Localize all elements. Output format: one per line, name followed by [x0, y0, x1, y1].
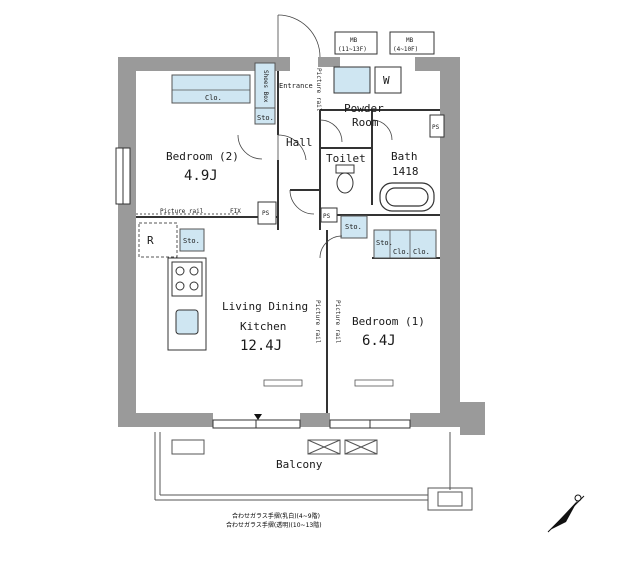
picture-rail-label-bedroom2: Picture rail: [160, 208, 204, 215]
balcony-outline: [154, 432, 473, 511]
storage-label-toilet: Sto.: [345, 223, 362, 231]
floor-vents: [263, 379, 394, 387]
mb-right-label: MB: [406, 37, 414, 44]
washer-label: W: [383, 74, 390, 87]
ps-label-1: PS: [262, 210, 270, 217]
ldk-name-line1: Living Dining: [222, 300, 308, 313]
ps-label-3: PS: [432, 124, 440, 131]
storage-label-bedroom1: Sto.: [376, 239, 393, 247]
outer-walls: [118, 57, 485, 435]
storage-label-ldk: Sto.: [183, 237, 200, 245]
railing-note-2: 合わせガラス手摺(透明)(10~13階): [226, 521, 322, 529]
picture-rail-label-ldk: Picture rail: [314, 300, 321, 344]
closet-label-bedroom2: Clo.: [205, 94, 222, 102]
mb-top-floors: (11~13F): [338, 46, 367, 53]
railing-note-1: 合わせガラス手摺(乳白)(4~9階): [232, 512, 320, 520]
bathtub: [379, 182, 435, 212]
entrance-label: Entrance: [279, 82, 313, 90]
meter-boxes: [334, 31, 435, 55]
pipe-spaces: [257, 114, 445, 225]
storage-label-entrance: Sto.: [257, 114, 274, 122]
picture-rail-label-entrance: Picture rail: [315, 68, 322, 112]
closet-doors: [172, 89, 411, 258]
north-arrow-icon: [547, 494, 585, 533]
storage-areas: [171, 62, 437, 259]
powder-room-line1: Powder: [344, 102, 384, 115]
entry-marker-icon: [254, 414, 262, 420]
toilet-fixture: [335, 164, 355, 194]
picture-rail-label-bedroom1: Picture rail: [334, 300, 341, 344]
balcony-windows: [212, 419, 411, 429]
powder-sink: [333, 66, 371, 94]
ldk-size: 12.4J: [240, 338, 282, 354]
mb-top-label: MB: [350, 37, 358, 44]
toilet-label: Toilet: [326, 152, 366, 165]
shoe-box-label: Shoes Box: [262, 70, 269, 103]
closet-label-bedroom1-a: Clo.: [393, 248, 410, 256]
balcony-label: Balcony: [276, 458, 323, 471]
bath-size: 1418: [392, 165, 419, 178]
refrigerator-space: [138, 222, 178, 258]
refrigerator-label: R: [147, 234, 154, 247]
bedroom2-size: 4.9J: [184, 168, 218, 184]
bedroom2-name: Bedroom (2): [166, 150, 239, 163]
bath-label: Bath: [391, 150, 418, 163]
bedroom1-size: 6.4J: [362, 333, 396, 349]
hall-label: Hall: [286, 136, 313, 149]
bedroom1-name: Bedroom (1): [352, 315, 425, 328]
ldk-name-line2: Kitchen: [240, 320, 286, 333]
ps-label-2: PS: [323, 213, 331, 220]
washer-box: [374, 66, 402, 94]
door-swings: [237, 14, 393, 259]
closet-label-bedroom1-b: Clo.: [413, 248, 430, 256]
partitions: [136, 71, 440, 413]
bedroom2-window: [115, 147, 131, 205]
fix-label: FIX: [230, 208, 241, 215]
mb-right-floors: (4~10F): [393, 46, 418, 53]
powder-room-line2: Room: [352, 116, 379, 129]
kitchen-counter: [167, 257, 207, 351]
